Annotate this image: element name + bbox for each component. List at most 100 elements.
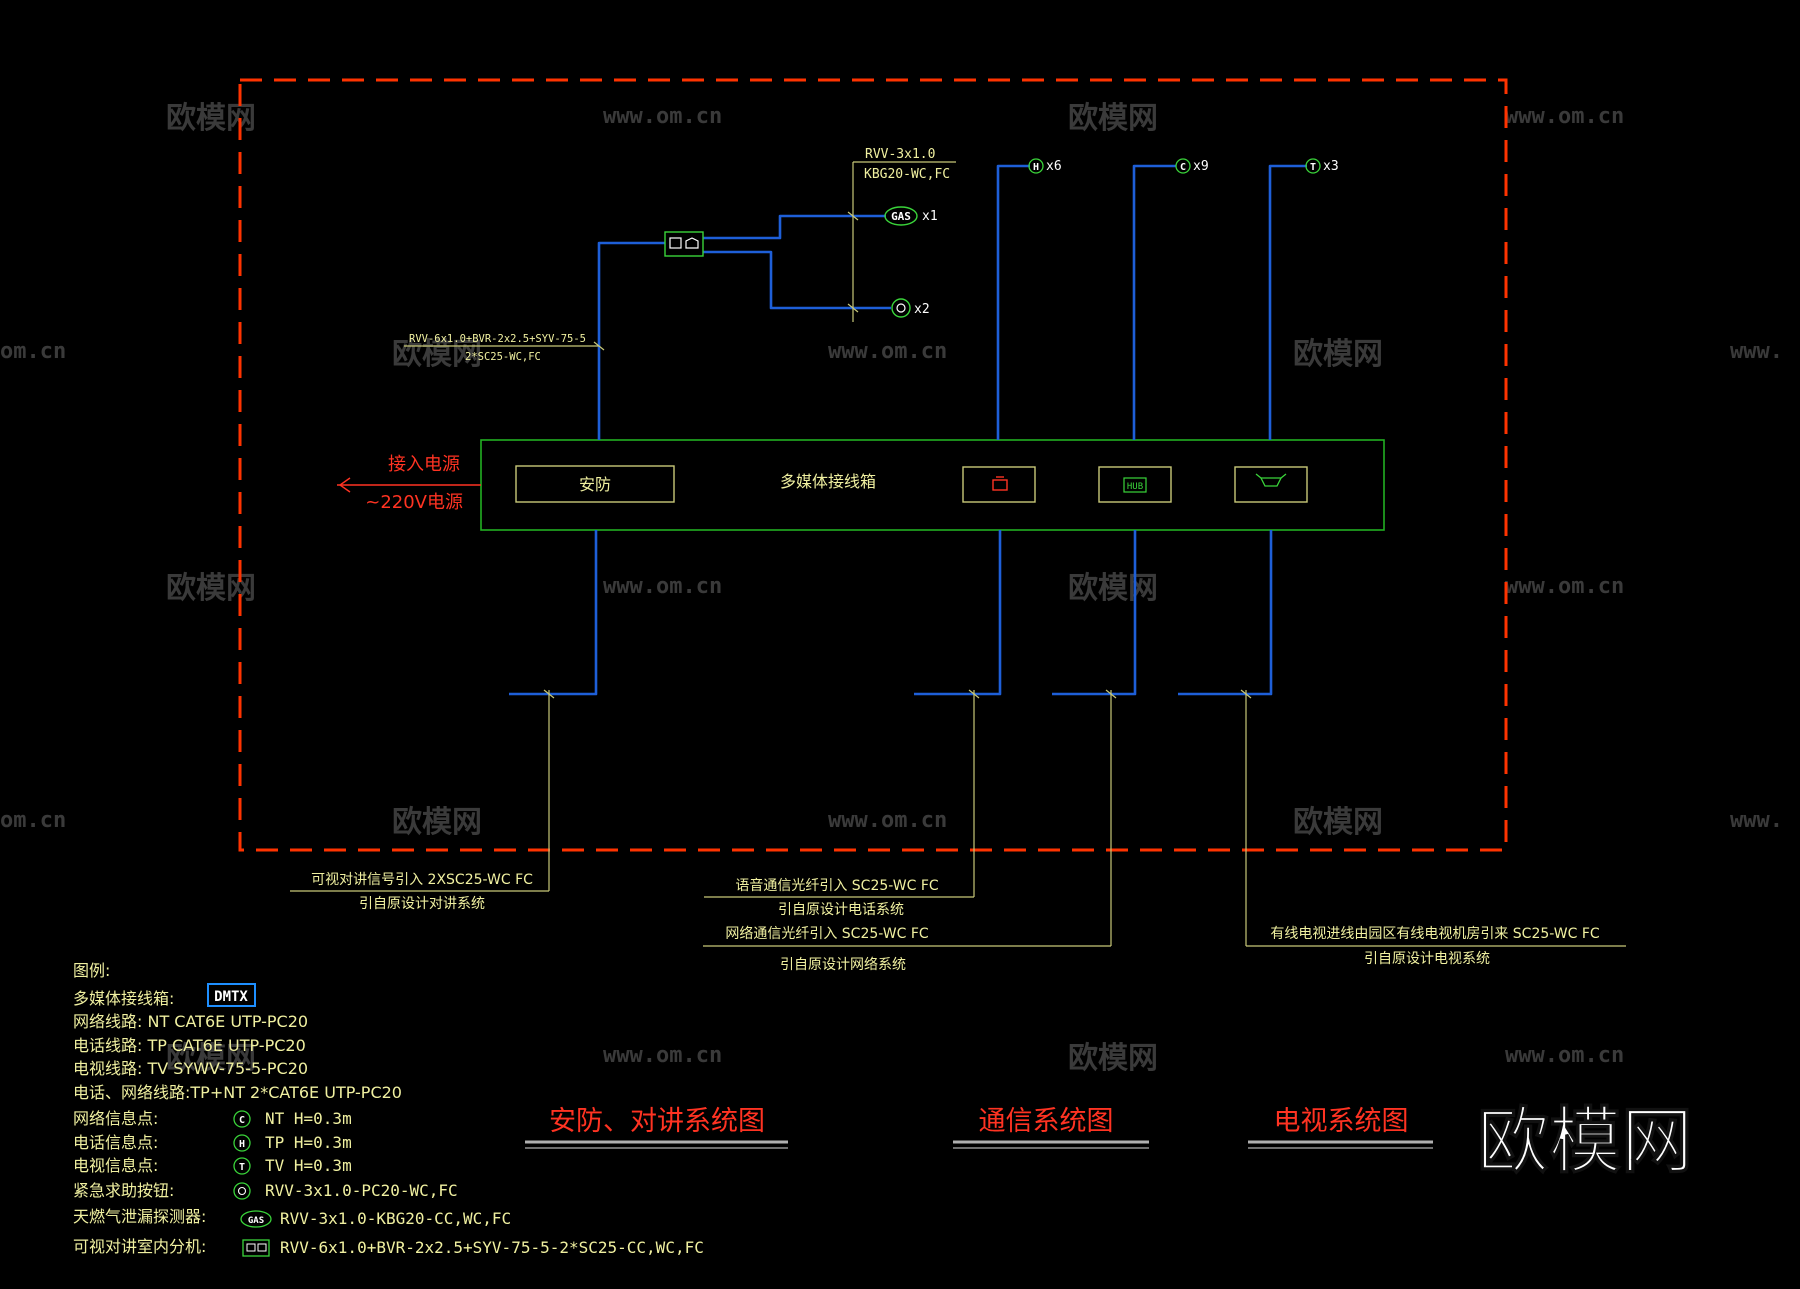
network-incoming-cable xyxy=(1052,530,1137,696)
legend-net-point-symbol: C xyxy=(239,1115,245,1126)
legend-sos-label: 紧急求助按钮: xyxy=(73,1181,174,1200)
top-spec-line2: KBG20-WC,FC xyxy=(864,167,950,182)
tv-outlet-count: x3 xyxy=(1323,159,1339,174)
watermark-url: www.om.cn xyxy=(603,104,722,129)
legend-telnet-line: 电话、网络线路:TP+NT 2*CAT6E UTP-PC20 xyxy=(73,1083,402,1102)
watermark-url: www.om.cn xyxy=(603,1043,722,1068)
main-spec-leader xyxy=(404,341,605,351)
watermark-url: om.cn xyxy=(0,339,66,364)
watermark-brand: 欧模网 xyxy=(1068,1041,1158,1076)
cables xyxy=(509,164,1307,696)
legend-sos-inner-icon xyxy=(237,1186,247,1196)
network-incoming-label: 网络通信光纤引入 SC25-WC FC xyxy=(725,926,929,942)
legend-gas-icon xyxy=(240,1210,272,1228)
watermark-url: om.cn xyxy=(0,808,66,833)
intercom-incoming-label: 可视对讲信号引入 2XSC25-WC FC xyxy=(311,872,533,888)
legend-intercom-icon xyxy=(242,1239,270,1257)
data-outlet-count: x9 xyxy=(1193,159,1209,174)
watermark-brand: 欧模网 xyxy=(166,101,256,136)
tv-outlet-cable xyxy=(1268,164,1307,440)
legend-sos-text: RVV-3x1.0-PC20-WC,FC xyxy=(265,1181,458,1200)
main-spec-line1: RVV-6x1.0+BVR-2x2.5+SYV-75-5 xyxy=(409,333,586,345)
gas-detector-count: x1 xyxy=(922,209,938,224)
hub-label: HUB xyxy=(1127,482,1143,492)
tv-incoming-source: 引自原设计电视系统 xyxy=(1364,951,1490,967)
watermark-brand: 欧模网 xyxy=(1293,805,1383,840)
watermark-urls: www.om.cn www.om.cn om.cn www.om.cn www.… xyxy=(0,104,1783,1068)
outlet-phone: H x6 xyxy=(1028,158,1062,174)
intercom-cable xyxy=(597,241,665,440)
legend-net-point-icon xyxy=(233,1110,251,1128)
tv-module xyxy=(1234,466,1308,503)
legend-sos-icon xyxy=(233,1182,251,1200)
network-module xyxy=(1098,466,1172,503)
voice-incoming-label: 语音通信光纤引入 SC25-WC FC xyxy=(735,877,939,894)
top-spec-leader xyxy=(847,161,956,322)
data-outlet-symbol: C xyxy=(1180,162,1186,173)
title-communication: 通信系统图 xyxy=(979,1106,1114,1137)
legend-tel-line: 电话线路: TP CAT6E UTP-PC20 xyxy=(73,1036,306,1055)
watermark-url: www.om.cn xyxy=(828,339,947,364)
title-tv: 电视系统图 xyxy=(1274,1106,1409,1137)
telephone-icon xyxy=(992,476,1008,491)
watermark-brand: 欧模网 xyxy=(1068,101,1158,136)
power-voltage-label: ~220V电源 xyxy=(365,492,463,513)
legend-tv-line: 电视线路: TV SYWV-75-5-PC20 xyxy=(73,1059,308,1078)
hub-icon xyxy=(1123,477,1147,493)
watermark-url: www.om.cn xyxy=(1505,574,1624,599)
legend-tv-point-symbol: T xyxy=(239,1162,245,1173)
legend-net-point-text: NT H=0.3m xyxy=(265,1109,352,1128)
legend-point-icons: C H T GAS xyxy=(233,1110,272,1257)
legend-tel-point-text: TP H=0.3m xyxy=(265,1133,352,1152)
legend-intercom-text: RVV-6x1.0+BVR-2x2.5+SYV-75-5-2*SC25-CC,W… xyxy=(280,1238,704,1257)
watermark-url: www. xyxy=(1730,808,1783,833)
legend-tel-point-label: 电话信息点: xyxy=(73,1133,158,1152)
legend-dmtx-label: 多媒体接线箱: xyxy=(73,989,174,1008)
phone-outlet-count: x6 xyxy=(1046,159,1062,174)
voice-incoming-source: 引自原设计电话系统 xyxy=(778,902,904,918)
title-security-intercom: 安防、对讲系统图 xyxy=(549,1106,765,1137)
tv-outlet-icon xyxy=(1305,158,1321,174)
phone-outlet-symbol: H xyxy=(1033,162,1039,173)
watermarks: 欧模网 欧模网 欧模网 欧模网 欧模网 欧模网 欧模网 欧模网 欧模网 欧模网 xyxy=(166,101,1383,1076)
watermark-brand: 欧模网 xyxy=(166,1041,256,1076)
legend-dmtx-badge: DMTX xyxy=(214,989,248,1005)
watermark-url: www.om.cn xyxy=(828,808,947,833)
emergency-button-icon xyxy=(891,298,911,318)
watermark-brand: 欧模网 xyxy=(392,805,482,840)
legend-intercom-label: 可视对讲室内分机: xyxy=(73,1237,206,1256)
telephone-module xyxy=(962,466,1036,503)
incoming-leaders xyxy=(290,689,1626,947)
watermark-url: www.om.cn xyxy=(1505,1043,1624,1068)
brand-logo: 欧模网 xyxy=(1477,1099,1693,1183)
alarm-cable xyxy=(703,250,891,310)
top-spec-line1: RVV-3x1.0 xyxy=(865,147,935,162)
gas-detector-symbol: GAS xyxy=(891,210,911,223)
emergency-button-count: x2 xyxy=(914,302,930,317)
network-incoming-source: 引自原设计网络系统 xyxy=(780,957,906,973)
watermark-url: www.om.cn xyxy=(1505,104,1624,129)
legend-gas-label: 天燃气泄漏探测器: xyxy=(73,1207,206,1226)
power-arrow-icon xyxy=(338,477,351,493)
legend-tel-point-icon xyxy=(233,1134,251,1152)
power-label: 接入电源 xyxy=(388,454,460,475)
watermark-brand: 欧模网 xyxy=(1293,337,1383,372)
legend-net-line: 网络线路: NT CAT6E UTP-PC20 xyxy=(73,1012,308,1031)
legend-tv-point-text: TV H=0.3m xyxy=(265,1156,352,1175)
intercom-indoor-unit-icon xyxy=(664,231,704,257)
dmtx-box-title: 多媒体接线箱 xyxy=(780,472,876,491)
legend-tv-point-label: 电视信息点: xyxy=(73,1156,158,1175)
dwelling-boundary xyxy=(238,78,1508,852)
voice-incoming-cable xyxy=(914,530,1002,696)
tv-incoming-label: 有线电视进线由园区有线电视机房引来 SC25-WC FC xyxy=(1270,926,1600,942)
outlet-data: C x9 xyxy=(1175,158,1209,174)
gas-detector-icon xyxy=(884,206,918,226)
security-module xyxy=(515,465,675,503)
watermark-brand: 欧模网 xyxy=(166,571,256,606)
watermark-brand: 欧模网 xyxy=(392,337,482,372)
legend-dmtx-badge-frame xyxy=(207,983,256,1007)
emergency-button-inner-icon xyxy=(896,303,906,313)
tv-incoming-cable xyxy=(1178,530,1273,696)
